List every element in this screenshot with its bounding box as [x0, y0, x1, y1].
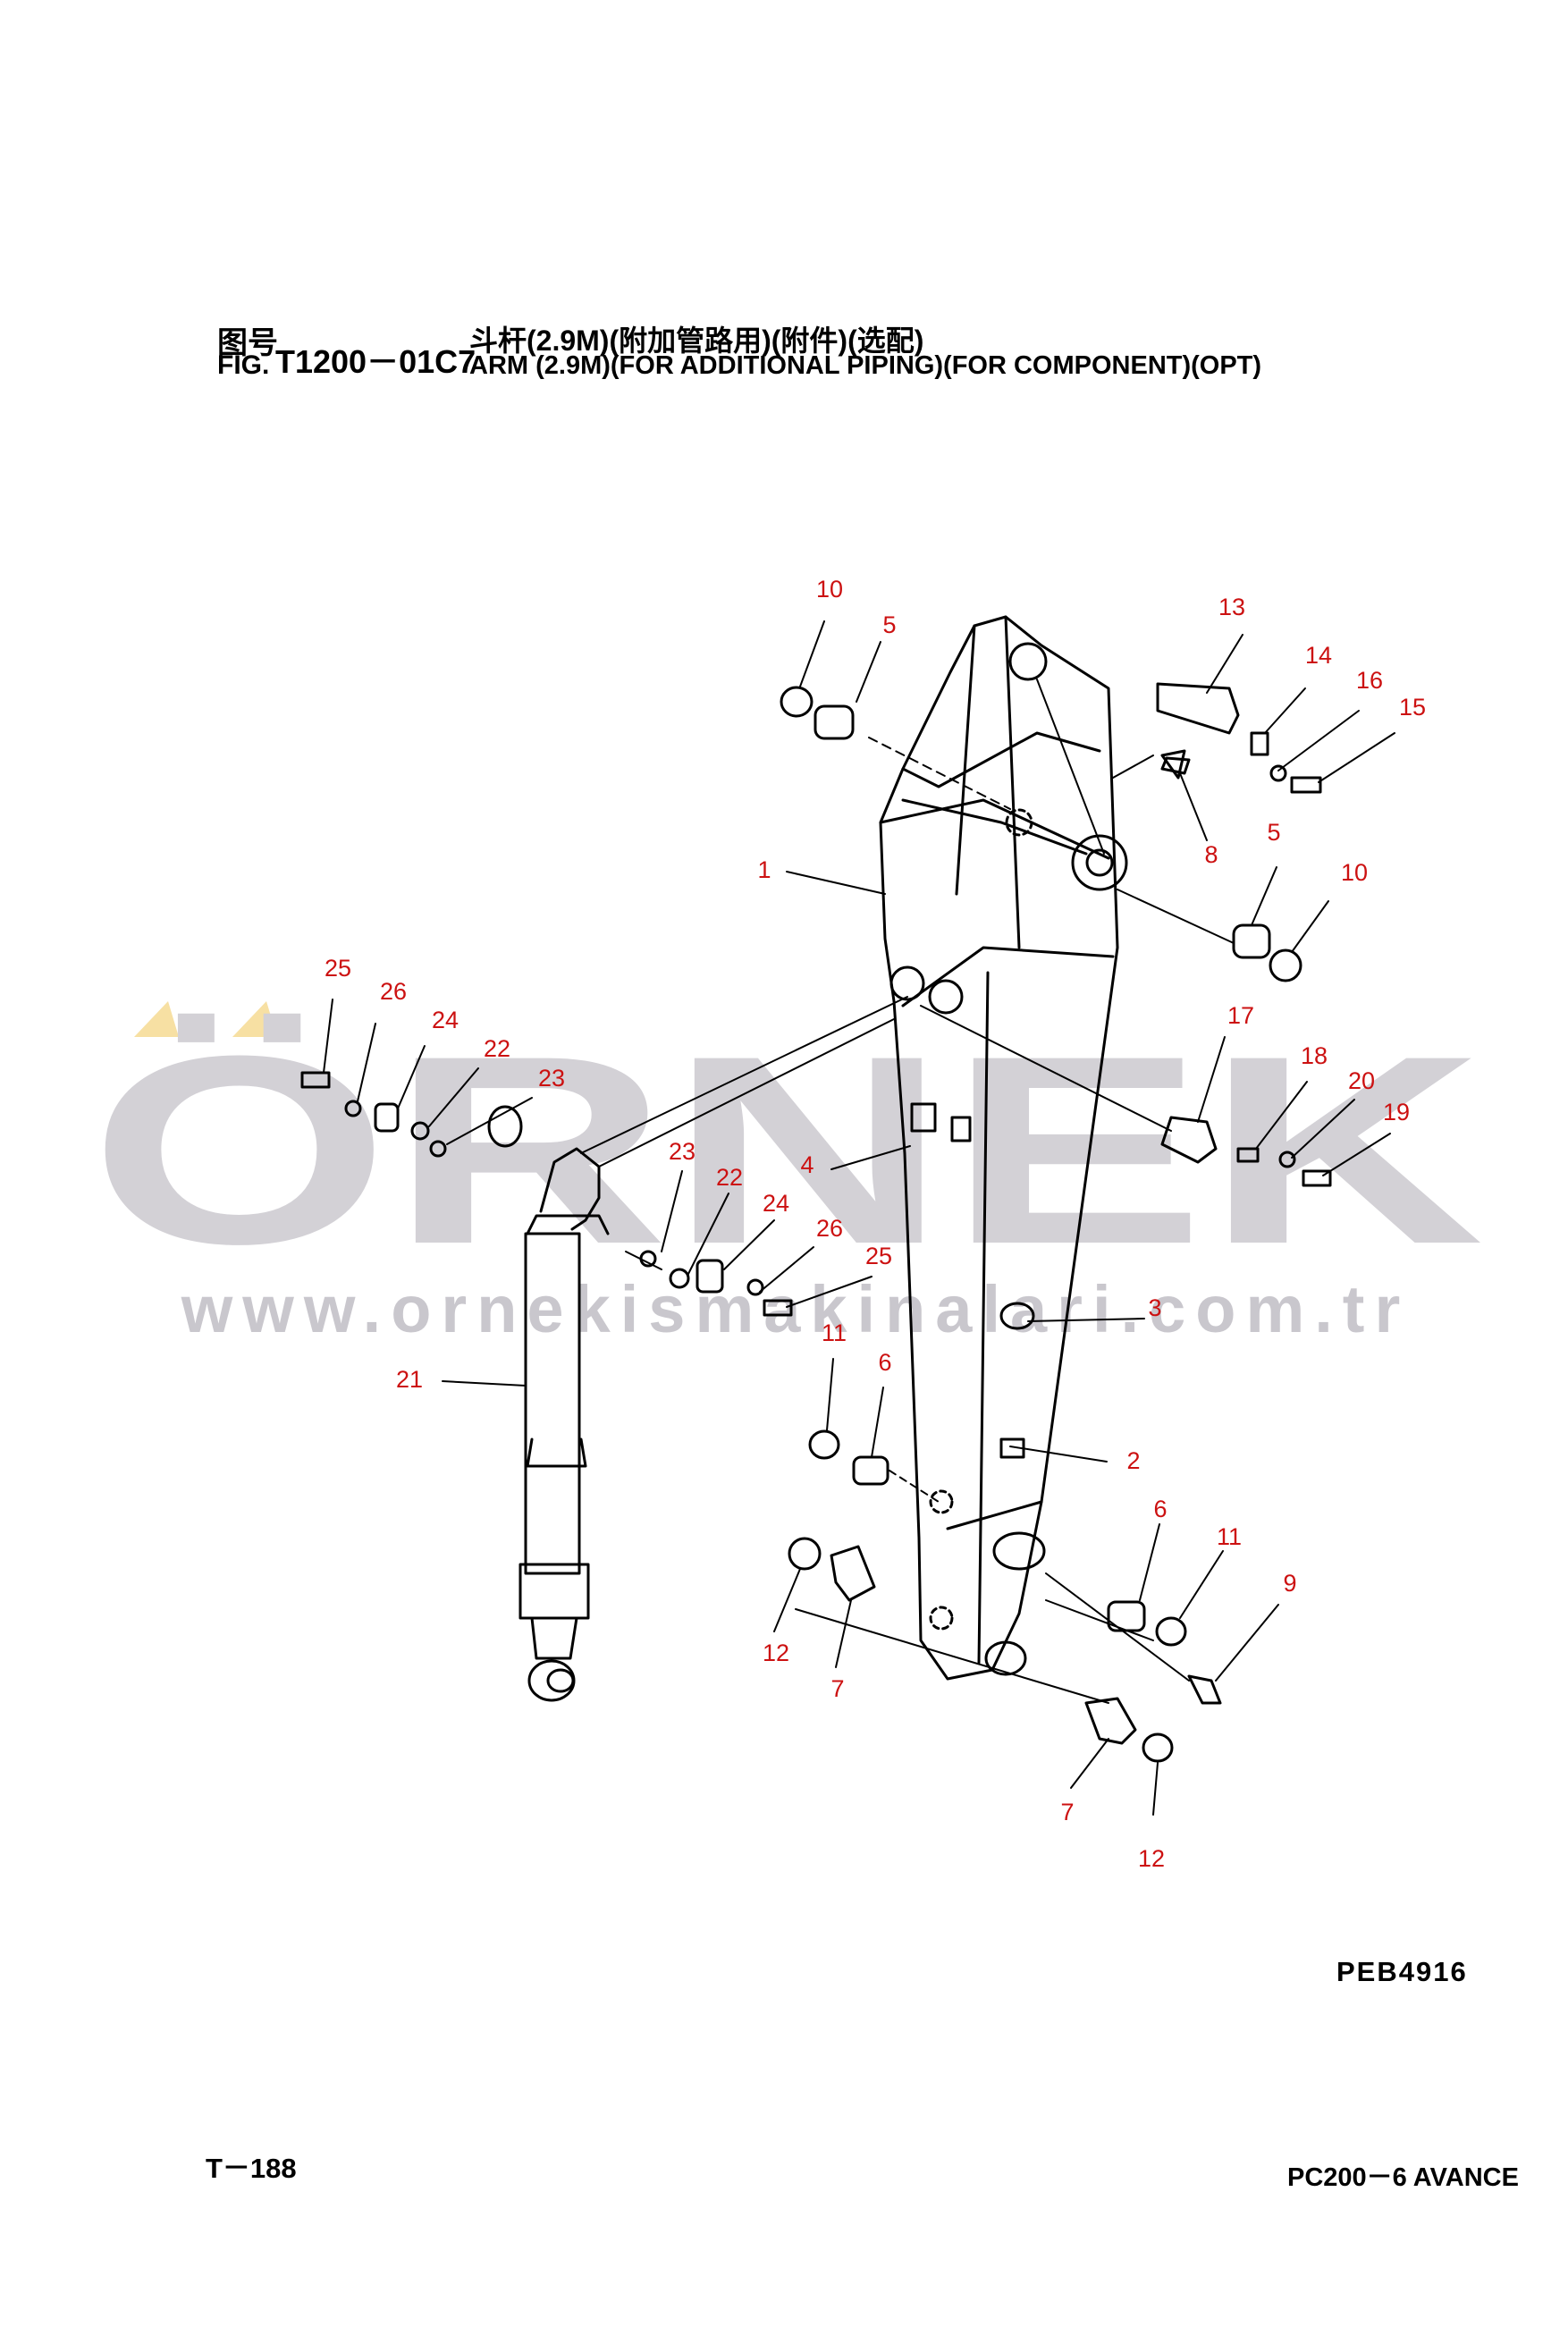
callout-26: 26	[816, 1215, 843, 1242]
callout-9: 9	[1283, 1570, 1296, 1597]
callout-7: 7	[830, 1675, 844, 1702]
callout-1: 1	[757, 856, 771, 883]
callout-24: 24	[763, 1190, 789, 1217]
callout-15: 15	[1399, 694, 1426, 721]
model-name: PC200－6 AVANCE	[1287, 2163, 1519, 2192]
callout-20: 20	[1348, 1067, 1375, 1094]
arm-body	[879, 615, 1128, 1681]
callout-14: 14	[1305, 642, 1332, 669]
callout-6: 6	[1153, 1496, 1167, 1522]
callout-26: 26	[380, 978, 407, 1005]
callout-2: 2	[1126, 1447, 1140, 1474]
callout-12: 12	[1138, 1845, 1165, 1872]
callout-7: 7	[1060, 1799, 1074, 1825]
callout-24: 24	[432, 1007, 459, 1033]
callout-13: 13	[1218, 594, 1245, 620]
page-number: T－188	[206, 2153, 297, 2184]
callout-4: 4	[800, 1151, 814, 1178]
assembly-lines	[580, 679, 1235, 1704]
callout-23: 23	[538, 1065, 565, 1092]
drawing-code: PEB4916	[1336, 1956, 1468, 1987]
callout-3: 3	[1148, 1294, 1161, 1321]
callout-5: 5	[882, 611, 896, 638]
callout-12: 12	[763, 1640, 789, 1666]
callout-22: 22	[716, 1164, 743, 1191]
callout-23: 23	[669, 1138, 695, 1165]
callout-11: 11	[822, 1319, 847, 1346]
callout-5: 5	[1267, 819, 1280, 846]
callout-11: 11	[1217, 1523, 1242, 1550]
callout-17: 17	[1227, 1002, 1254, 1029]
figure-code: T1200－01C7	[275, 343, 476, 380]
leader-lines	[323, 620, 1395, 1816]
callout-25: 25	[325, 955, 351, 982]
loose-parts	[300, 682, 1332, 1763]
callout-22: 22	[484, 1035, 510, 1062]
callout-labels: 1051314161585101171820192526242223423222…	[325, 576, 1426, 1872]
umlaut-dots	[134, 1001, 277, 1037]
figure-label-cn: 图号	[217, 326, 278, 360]
callout-10: 10	[1341, 859, 1368, 886]
callout-16: 16	[1356, 667, 1383, 694]
callout-21: 21	[396, 1366, 423, 1393]
figure-label: FIG.	[217, 350, 270, 380]
figure-title-cn: 斗杆(2.9M)(附加管路用)(附件)(选配)	[469, 325, 924, 357]
hydraulic-cylinder	[487, 1105, 610, 1702]
callout-18: 18	[1301, 1042, 1328, 1069]
figure-title-en: ARM (2.9M)(FOR ADDITIONAL PIPING)(FOR CO…	[469, 351, 1262, 380]
callout-10: 10	[816, 576, 843, 603]
callout-25: 25	[865, 1243, 892, 1269]
callout-8: 8	[1204, 841, 1218, 868]
callout-6: 6	[878, 1349, 891, 1376]
callout-19: 19	[1383, 1099, 1410, 1125]
